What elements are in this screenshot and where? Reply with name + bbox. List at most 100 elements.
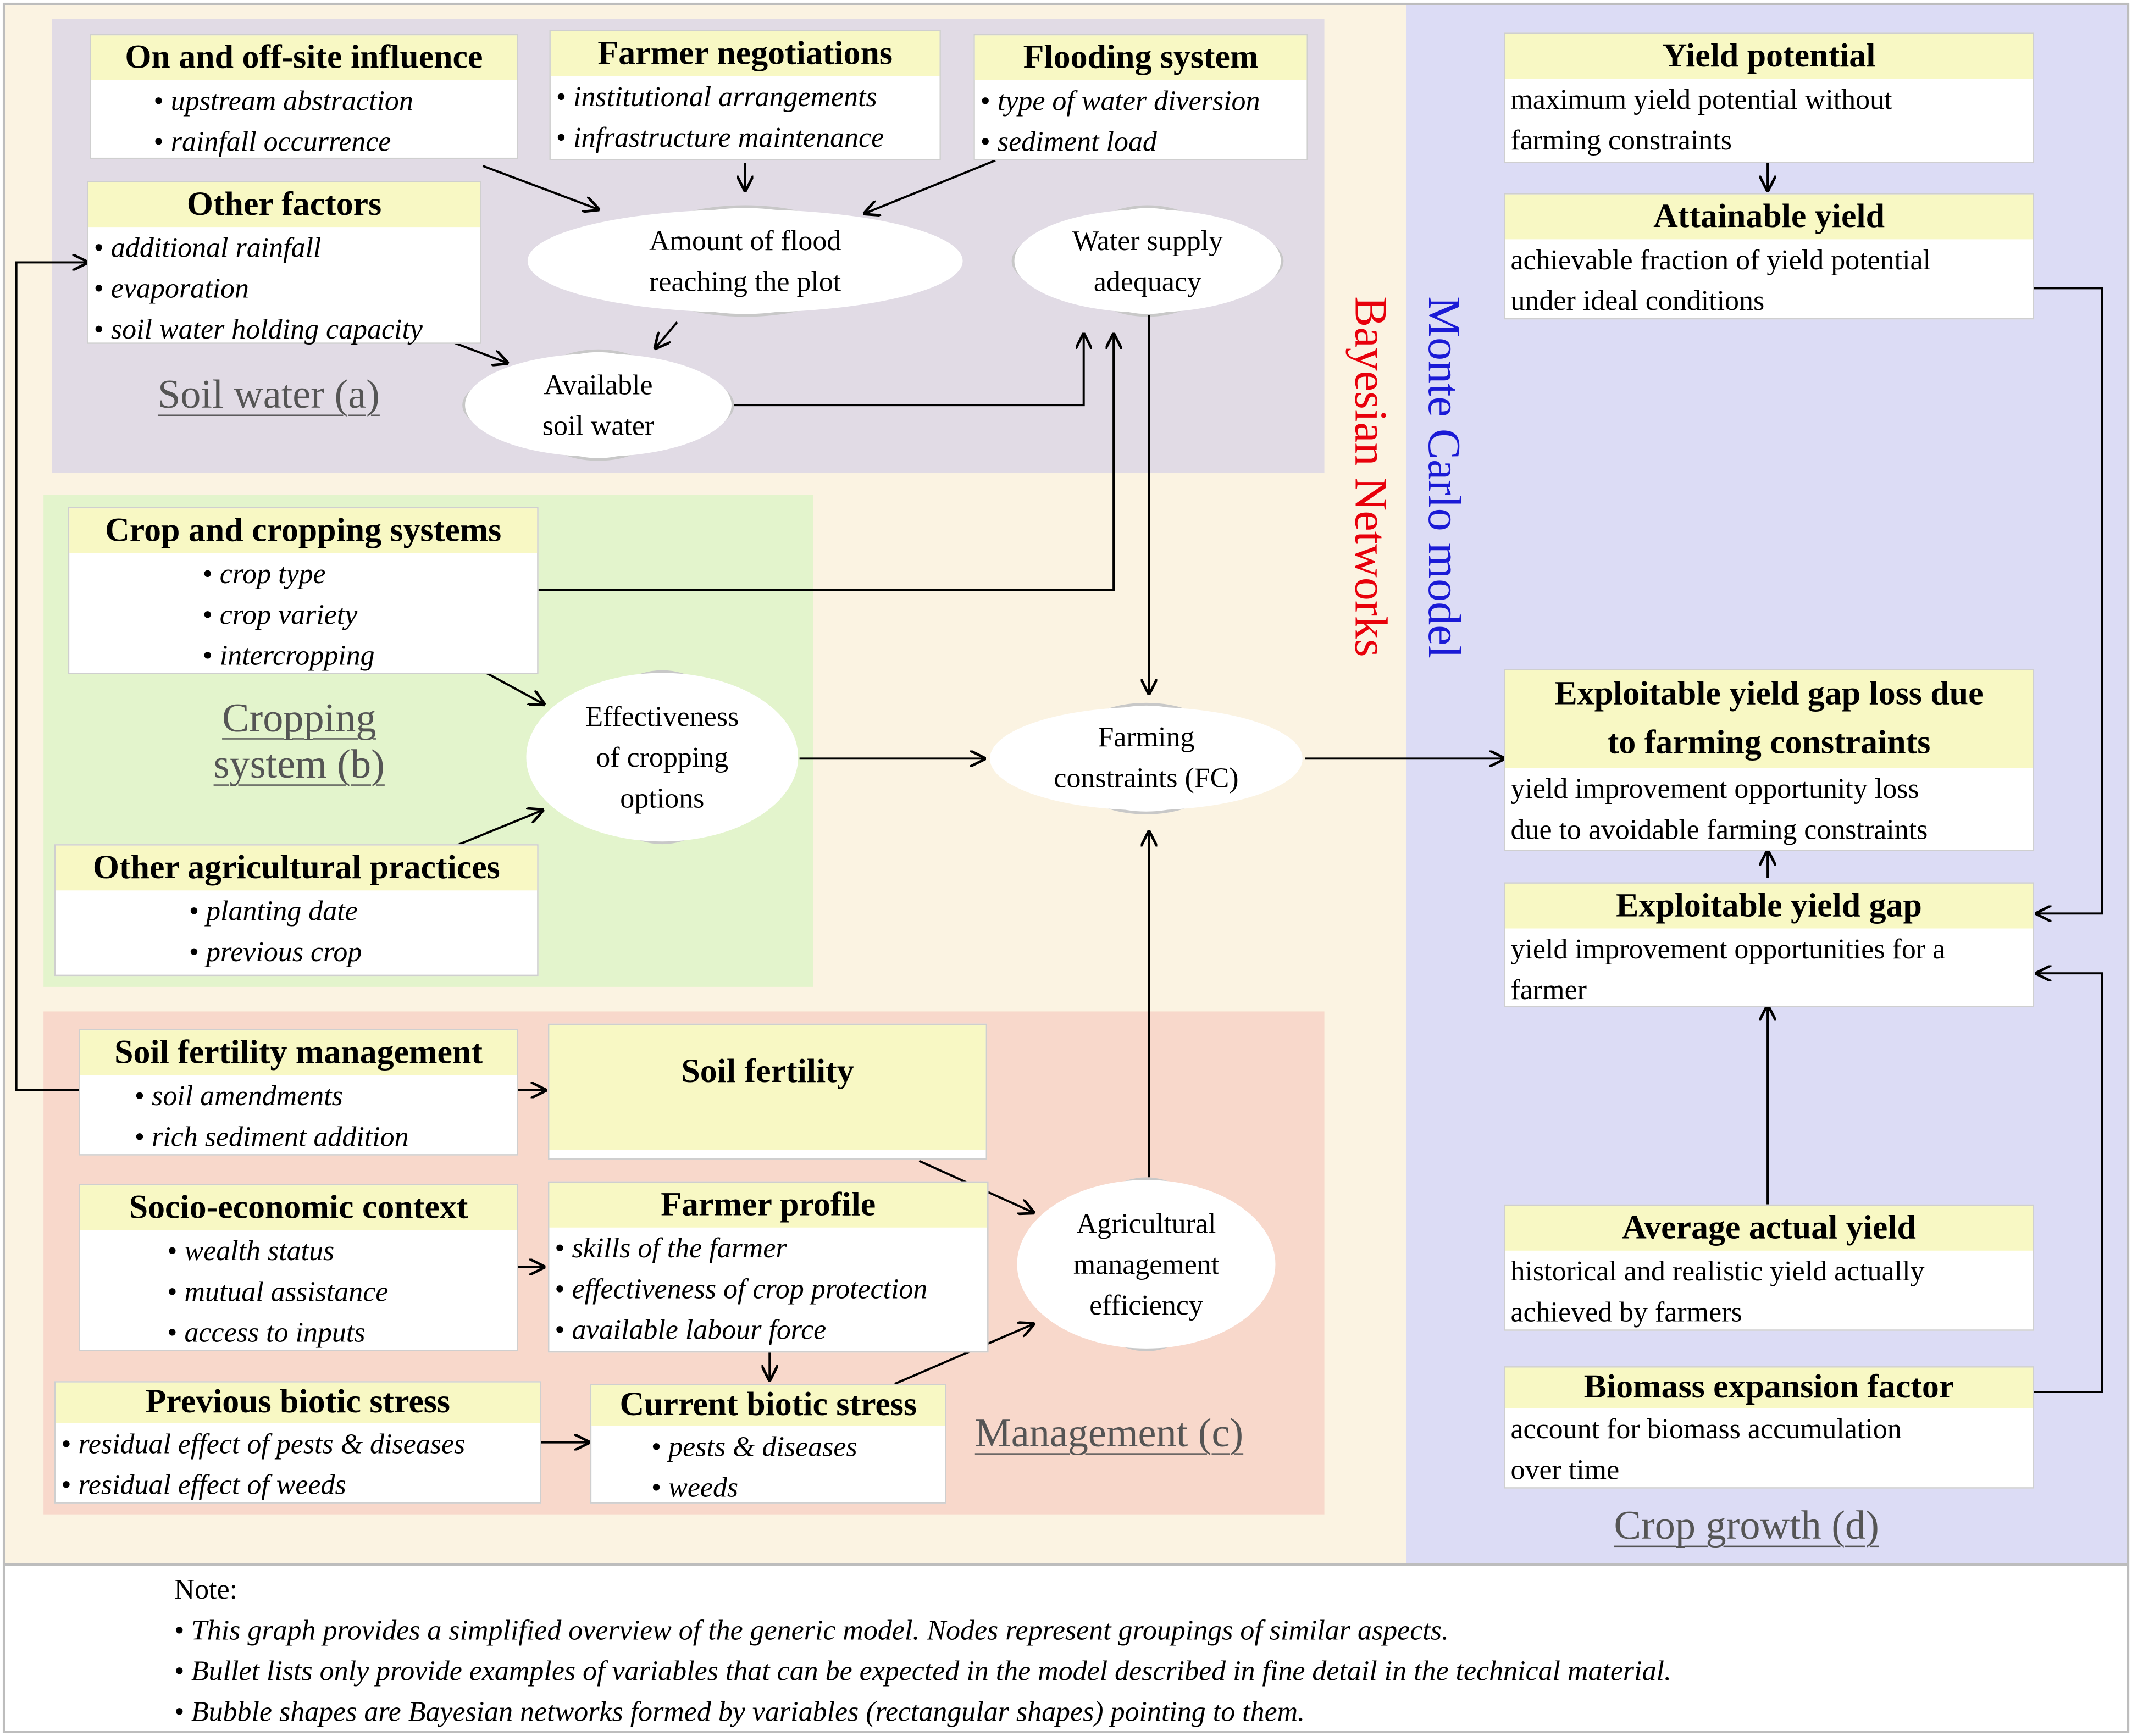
box-average-yield: Average actual yield historical and real… xyxy=(1504,1204,2034,1331)
box-title: On and off-site influence xyxy=(91,35,517,80)
bullet-item: previous crop xyxy=(189,931,537,972)
note-title: Note: xyxy=(174,1573,238,1606)
cloud-line: Amount of flood xyxy=(649,224,841,257)
label-crop-growth: Crop growth (d) xyxy=(1614,1503,1879,1549)
box-other-ag-practices: Other agricultural practices planting da… xyxy=(54,844,539,977)
bullet-list: type of water diversion sediment load xyxy=(975,80,1307,162)
cloud-line: constraints (FC) xyxy=(1054,761,1239,794)
box-desc: farming constraints xyxy=(1510,124,1732,157)
box-soil-fertility: Soil fertility xyxy=(547,1023,988,1160)
cloud-farming-constraints: Farming constraints (FC) xyxy=(1024,717,1269,798)
cloud-line: efficiency xyxy=(1089,1289,1203,1322)
box-other-factors: Other factors additional rainfall evapor… xyxy=(87,181,481,345)
bullet-item: soil water holding capacity xyxy=(94,309,480,350)
bullet-item: sediment load xyxy=(981,121,1307,162)
note-line: • Bubble shapes are Bayesian networks fo… xyxy=(174,1695,1305,1728)
note-line: • This graph provides a simplified overv… xyxy=(174,1613,1449,1646)
bullet-item: effectiveness of crop protection xyxy=(555,1268,987,1309)
box-title: Biomass expansion factor xyxy=(1505,1367,2033,1408)
box-flooding-system: Flooding system type of water diversion … xyxy=(973,34,1308,160)
box-title: Exploitable yield gap loss due to farmin… xyxy=(1505,670,2033,768)
cloud-line: management xyxy=(1073,1247,1220,1281)
bullet-item: institutional arrangements xyxy=(556,76,940,117)
box-title: Soil fertility management xyxy=(80,1030,517,1075)
box-desc: achieved by farmers xyxy=(1510,1295,1742,1328)
cloud-flood-amount: Amount of flood reaching the plot xyxy=(609,220,881,302)
bullet-item: upstream abstraction xyxy=(154,80,517,121)
bullet-list: planting date previous crop xyxy=(56,890,537,972)
box-title: Farmer profile xyxy=(549,1183,988,1228)
bullet-list: upstream abstraction rainfall occurrence xyxy=(91,80,517,162)
label-management: Management (c) xyxy=(974,1411,1244,1456)
box-title: Yield potential xyxy=(1505,34,2033,79)
bullet-list: skills of the farmer effectiveness of cr… xyxy=(549,1228,987,1350)
box-title: Soil fertility xyxy=(549,1025,986,1150)
box-title: Other agricultural practices xyxy=(56,845,538,891)
box-soil-fertility-mgmt: Soil fertility management soil amendment… xyxy=(79,1029,518,1156)
bullet-item: intercropping xyxy=(203,635,538,675)
box-title: Other factors xyxy=(88,182,480,228)
bullet-item: infrastructure maintenance xyxy=(556,117,940,158)
box-desc: yield improvement opportunity loss xyxy=(1510,772,1919,805)
box-socio-economic: Socio-economic context wealth status mut… xyxy=(79,1184,518,1351)
box-yield-potential: Yield potential maximum yield potential … xyxy=(1504,32,2034,163)
box-exploitable-loss: Exploitable yield gap loss due to farmin… xyxy=(1504,669,2034,851)
bullet-item: rainfall occurrence xyxy=(154,121,517,162)
box-biomass-expansion: Biomass expansion factor account for bio… xyxy=(1504,1366,2034,1489)
box-exploitable-gap: Exploitable yield gap yield improvement … xyxy=(1504,882,2034,1008)
cloud-ag-management: Agricultural management efficiency xyxy=(1038,1203,1255,1325)
box-title: Crop and cropping systems xyxy=(69,508,538,553)
box-onoff-influence: On and off-site influence upstream abstr… xyxy=(90,34,518,159)
bullet-item: planting date xyxy=(189,890,537,931)
cloud-line: adequacy xyxy=(1093,265,1202,298)
cloud-fills xyxy=(465,209,1303,1349)
note-block: Note: • This graph provides a simplified… xyxy=(174,1569,1671,1732)
cloud-line: Available xyxy=(544,368,653,401)
box-desc: yield improvement opportunities for a xyxy=(1510,932,1946,966)
label-soil-water: Soil water (a) xyxy=(157,372,380,418)
bullet-item: residual effect of pests & diseases xyxy=(61,1423,540,1464)
box-farmer-profile: Farmer profile skills of the farmer effe… xyxy=(547,1181,989,1353)
cloud-line: of cropping xyxy=(596,741,729,774)
box-desc: due to avoidable farming constraints xyxy=(1510,813,1928,846)
bullet-list: wealth status mutual assistance access t… xyxy=(80,1230,517,1353)
bullet-item: crop variety xyxy=(203,594,538,635)
bullet-list: additional rainfall evaporation soil wat… xyxy=(88,227,480,350)
box-attainable-yield: Attainable yield achievable fraction of … xyxy=(1504,193,2034,320)
bullet-item: skills of the farmer xyxy=(555,1228,987,1268)
cloud-line: Effectiveness xyxy=(585,700,739,733)
cloud-line: soil water xyxy=(542,409,655,442)
box-desc: maximum yield potential without xyxy=(1510,82,1892,116)
bullet-item: soil amendments xyxy=(135,1075,517,1116)
bullet-list: pests & diseases weeds xyxy=(591,1426,945,1507)
box-title: Exploitable yield gap xyxy=(1505,883,2033,929)
label-monte-carlo: Monte Carlo model xyxy=(1418,296,1469,659)
cloud-water-supply: Water supply adequacy xyxy=(1039,220,1256,302)
note-divider xyxy=(5,1563,2127,1566)
box-previous-biotic: Previous biotic stress residual effect o… xyxy=(54,1381,541,1504)
box-current-biotic: Current biotic stress pests & diseases w… xyxy=(590,1384,946,1504)
bullet-item: wealth status xyxy=(167,1230,517,1271)
cloud-line: Water supply xyxy=(1072,224,1223,257)
bullet-item: rich sediment addition xyxy=(135,1116,517,1157)
box-title: Current biotic stress xyxy=(591,1385,945,1426)
bullet-item: evaporation xyxy=(94,268,480,308)
bullet-list: residual effect of pests & diseases resi… xyxy=(56,1423,540,1505)
box-title-line: to farming constraints xyxy=(1607,724,1931,762)
box-desc: farmer xyxy=(1510,973,1587,1006)
cloud-line: Agricultural xyxy=(1076,1207,1216,1240)
bullet-list: institutional arrangements infrastructur… xyxy=(551,76,940,158)
bullet-list: soil amendments rich sediment addition xyxy=(80,1075,517,1157)
cloud-line: reaching the plot xyxy=(649,265,841,298)
bullet-item: residual effect of weeds xyxy=(61,1464,540,1505)
box-title: Flooding system xyxy=(974,35,1307,80)
bullet-item: pests & diseases xyxy=(651,1426,945,1467)
label-cropping-system: Cropping system (b) xyxy=(190,696,408,789)
box-desc: achievable fraction of yield potential xyxy=(1510,243,1931,276)
label-bayesian-networks: Bayesian Networks xyxy=(1344,296,1396,657)
box-crop-systems: Crop and cropping systems crop type crop… xyxy=(68,507,539,674)
cloud-effectiveness: Effectiveness of cropping options xyxy=(553,696,771,819)
box-desc: under ideal conditions xyxy=(1510,284,1765,317)
box-desc: over time xyxy=(1510,1453,1620,1486)
